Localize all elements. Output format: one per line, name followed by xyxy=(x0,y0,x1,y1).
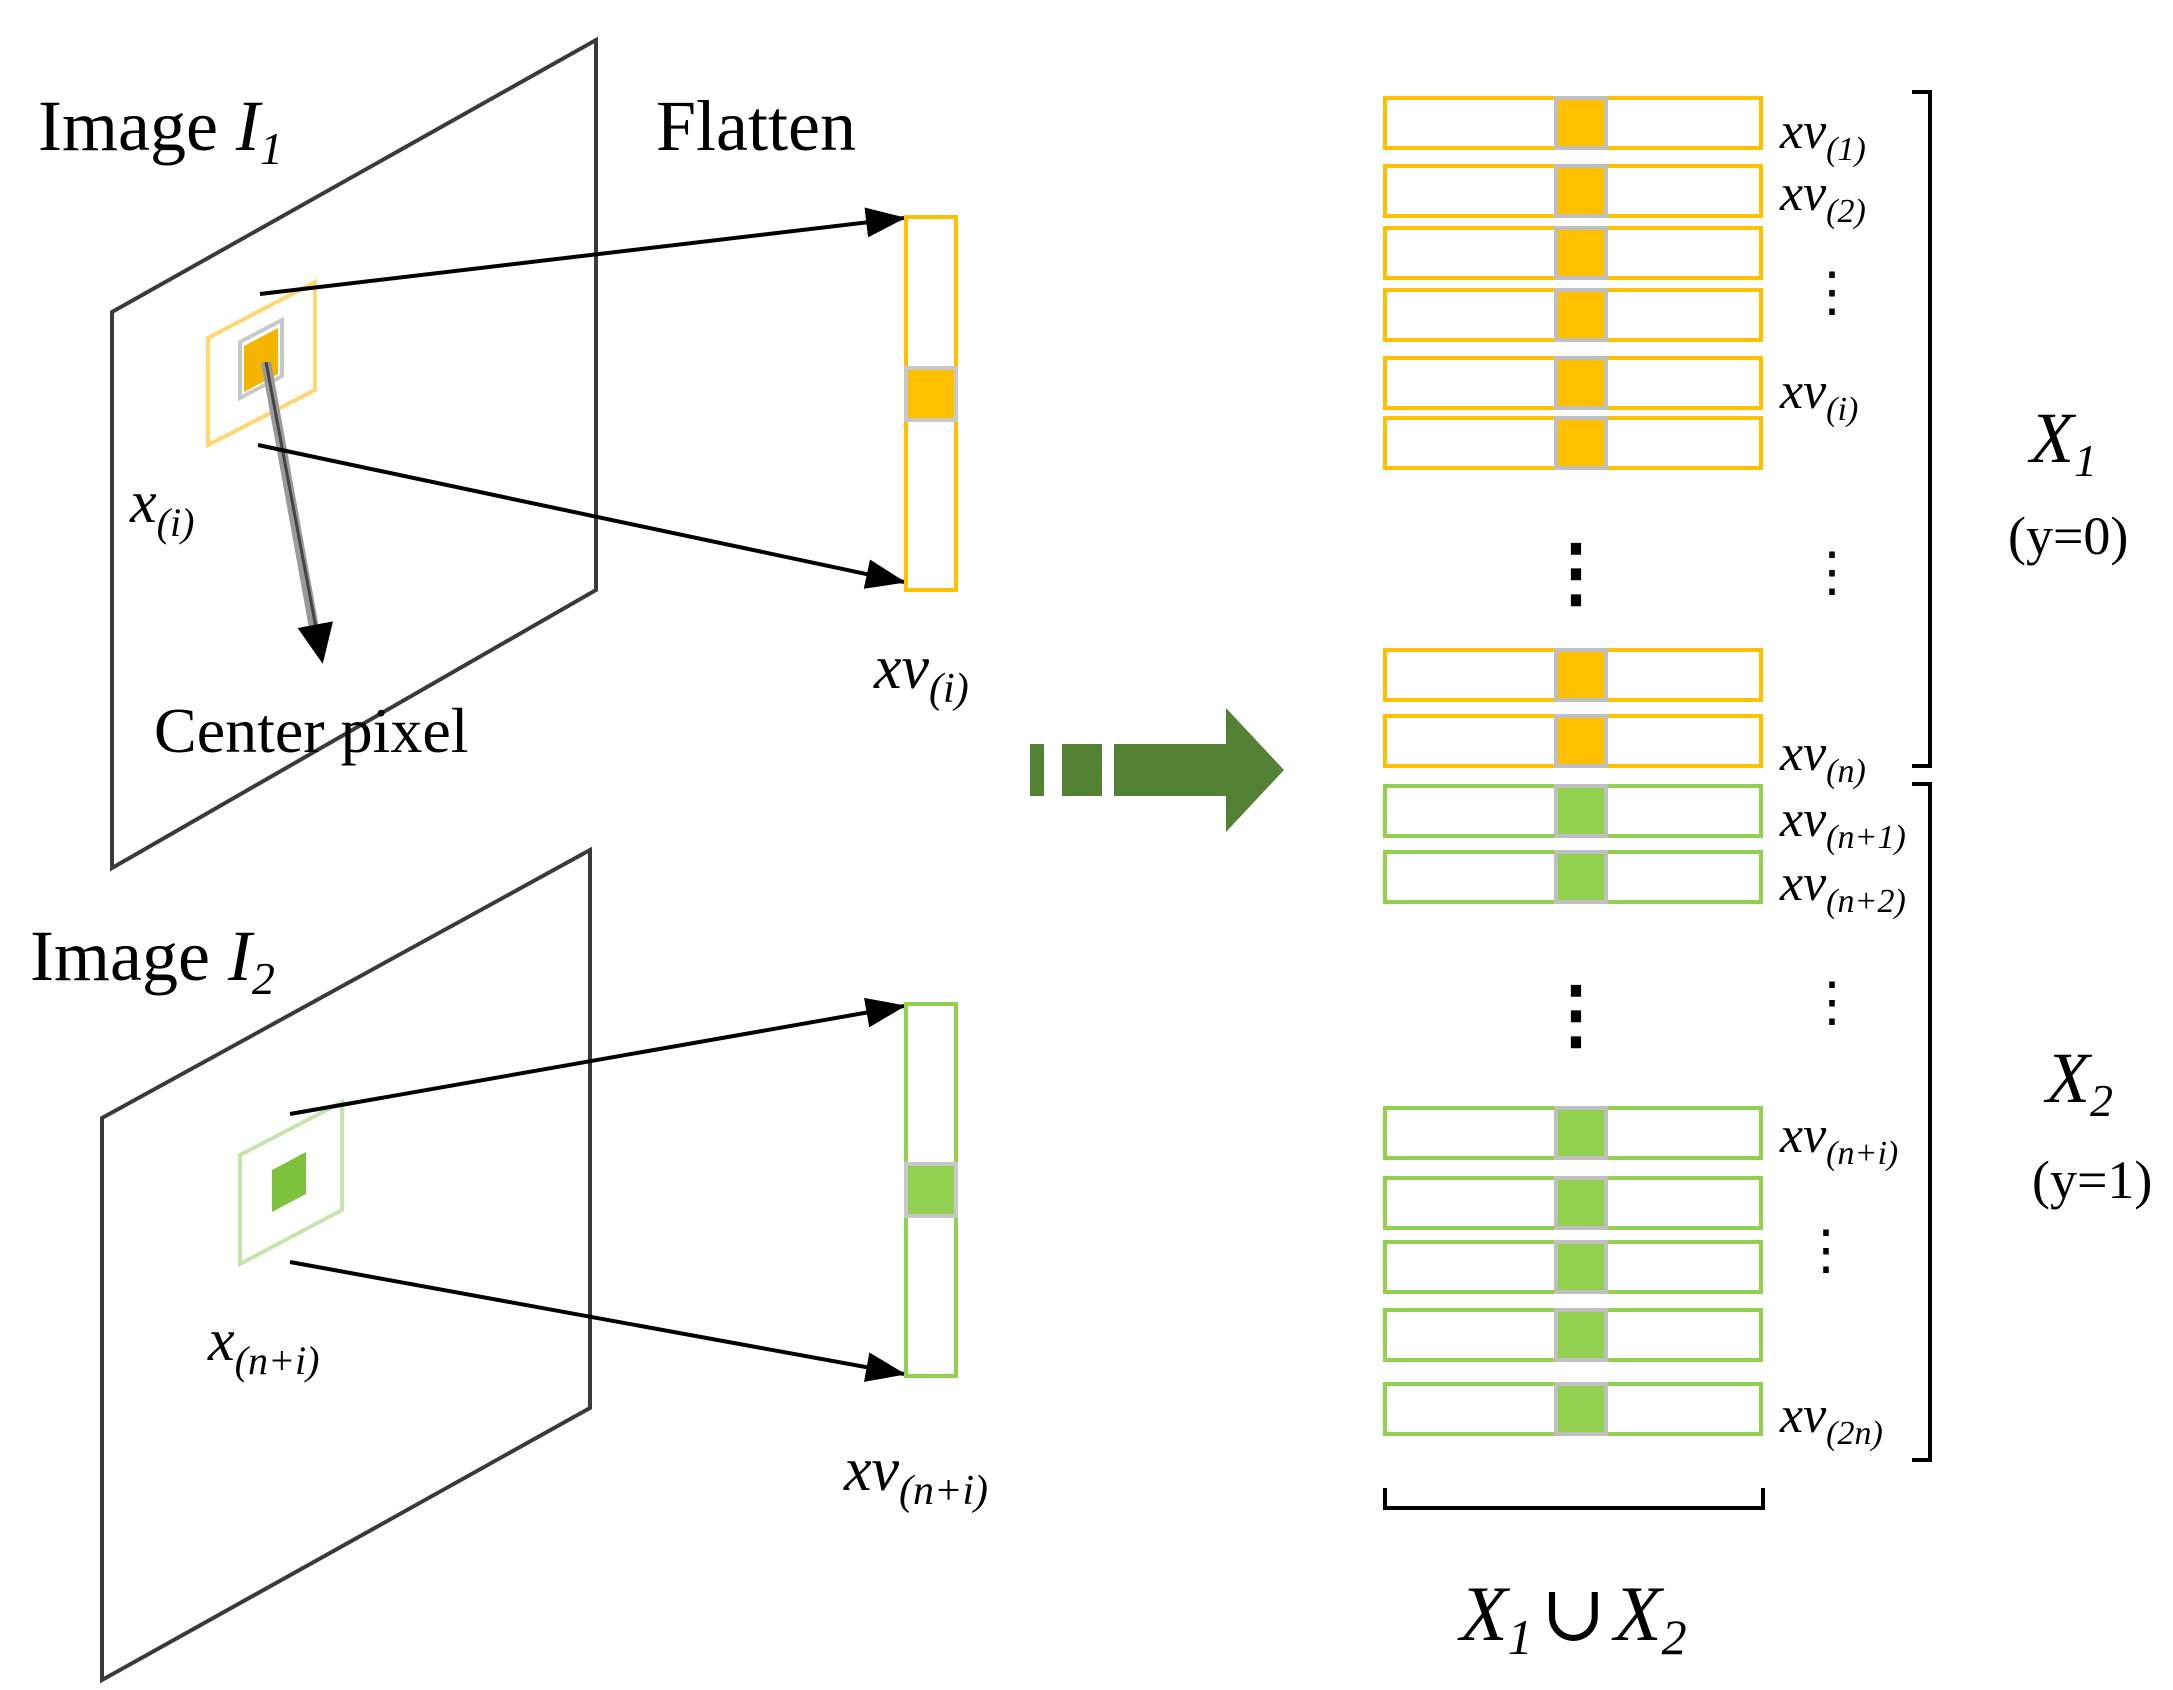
stack-vector-center-2-6 xyxy=(1554,1308,1608,1362)
label-ellipsis-1: ⋮ xyxy=(1805,262,1859,322)
X2-label: X2 xyxy=(2043,1038,2113,1126)
image2-title: Image I2 xyxy=(30,916,275,1004)
stack-vector-center-1-8 xyxy=(1554,714,1608,768)
image1-patch-outer xyxy=(206,278,317,449)
stack-vector-center-2-4 xyxy=(1554,1176,1608,1230)
label-ellipsis-4: ⋮ xyxy=(1799,1220,1853,1280)
X2-condition: (y=1) xyxy=(2032,1150,2152,1210)
stack-ellipsis-2: ⋮ xyxy=(1538,973,1614,1057)
stack-ellipsis-1: ⋮ xyxy=(1538,531,1614,615)
stack-label-1-5: xv(i) xyxy=(1779,363,1858,428)
stack-vector-center-1-3 xyxy=(1554,226,1608,280)
x-i-label: x(i) xyxy=(129,469,194,545)
x-ni-label: x(n+i) xyxy=(207,1307,319,1383)
bracket-X1 xyxy=(1912,90,1932,768)
xv-ni-label: xv(n+i) xyxy=(843,1436,988,1514)
stack-vector-center-2-2 xyxy=(1554,850,1608,904)
X1-condition: (y=0) xyxy=(2008,506,2128,566)
stack-label-1-8: xv(n) xyxy=(1779,725,1866,790)
flattened-vector-2-center xyxy=(904,1162,958,1218)
bracket-union xyxy=(1383,1488,1765,1510)
stack-label-1-2: xv(2) xyxy=(1779,165,1866,230)
flatten-arrow-bottom-1 xyxy=(257,443,906,589)
flatten-arrow-top-1 xyxy=(259,207,906,296)
stack-vector-center-2-1 xyxy=(1554,784,1608,838)
image1-plane xyxy=(110,36,598,872)
stack-label-2-1: xv(n+1) xyxy=(1779,791,1906,856)
xv-i-label: xv(i) xyxy=(873,634,969,712)
X1-label: X1 xyxy=(2027,398,2097,486)
union-label: X1∪X2 xyxy=(1457,1570,1687,1665)
center-pixel-label: Center pixel xyxy=(154,695,469,766)
stack-label-1-1: xv(1) xyxy=(1779,103,1866,168)
vector-stack: xv(1)xv(2) xv(i) xv(n)xv(n+1)xv(n+2) xv(n+i… xyxy=(1383,96,1906,1452)
image2-plane xyxy=(100,846,592,1684)
stack-label-2-2: xv(n+2) xyxy=(1779,855,1906,920)
stack-vector-center-1-4 xyxy=(1554,288,1608,342)
image1-patch-inner xyxy=(238,316,284,402)
stack-vector-center-2-5 xyxy=(1554,1240,1608,1294)
stack-label-2-3: xv(n+i) xyxy=(1779,1107,1898,1172)
flatten-arrow-top-2 xyxy=(289,997,906,1116)
stack-vector-center-2-7 xyxy=(1554,1382,1608,1436)
stack-vector-center-1-2 xyxy=(1554,164,1608,218)
stack-vector-center-1-5 xyxy=(1554,356,1608,410)
transform-arrow xyxy=(1030,708,1284,832)
flattened-vector-1-center xyxy=(904,366,958,422)
image2-center-pixel xyxy=(272,1152,306,1212)
bracket-X2 xyxy=(1912,782,1932,1462)
stack-vector-center-1-6 xyxy=(1554,416,1608,470)
stack-vector-center-2-3 xyxy=(1554,1106,1608,1160)
flatten-title: Flatten xyxy=(656,86,856,166)
center-pixel-pointer xyxy=(264,361,334,664)
label-ellipsis-2: ⋮ xyxy=(1805,542,1859,602)
image2-patch-outer xyxy=(238,1098,344,1268)
stack-vector-center-1-1 xyxy=(1554,96,1608,150)
stack-label-2-7: xv(2n) xyxy=(1779,1387,1883,1452)
label-ellipsis-3: ⋮ xyxy=(1805,972,1859,1032)
stack-vector-center-1-7 xyxy=(1554,648,1608,702)
flatten-arrow-bottom-2 xyxy=(289,1260,906,1382)
image1-title: Image I1 xyxy=(38,86,283,174)
